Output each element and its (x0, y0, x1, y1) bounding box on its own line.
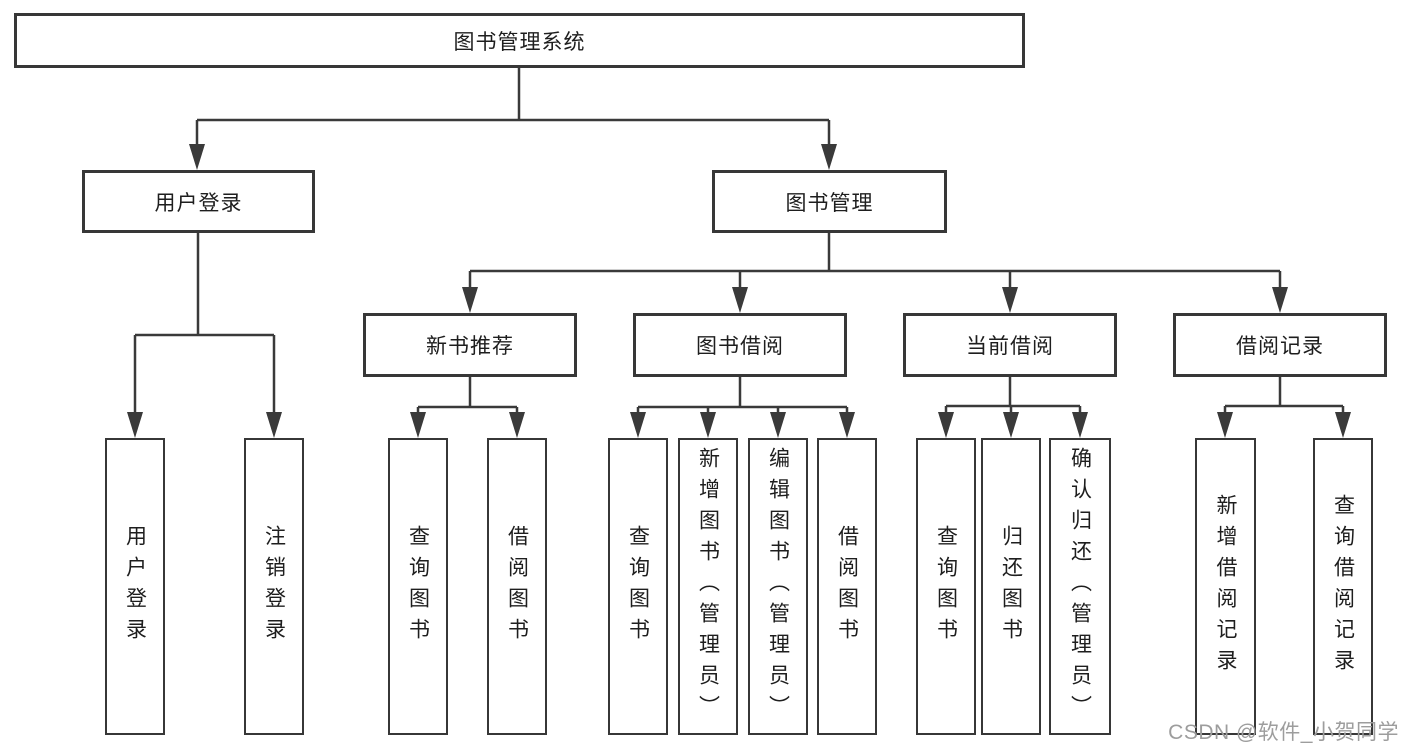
node-book-management: 图书管理 (712, 170, 947, 233)
leaf-return-books: 归还图书 (981, 438, 1041, 735)
leaf-recommend-query-books: 查询图书 (388, 438, 448, 735)
node-book-borrow: 图书借阅 (633, 313, 847, 377)
leaf-recommend-borrow-books: 借阅图书 (487, 438, 547, 735)
leaf-add-borrow-record: 新增借阅记录 (1195, 438, 1256, 735)
leaf-add-book-admin: 新增图书（管理员） (678, 438, 738, 735)
leaf-current-query-books: 查询图书 (916, 438, 976, 735)
leaf-confirm-return-admin: 确认归还（管理员） (1049, 438, 1111, 735)
node-current-borrow: 当前借阅 (903, 313, 1117, 377)
node-root-system: 图书管理系统 (14, 13, 1025, 68)
csdn-watermark: CSDN @软件_小贺同学 (1168, 721, 1399, 744)
leaf-query-borrow-record: 查询借阅记录 (1313, 438, 1373, 735)
leaf-borrow-books: 借阅图书 (817, 438, 877, 735)
leaf-user-login: 用户登录 (105, 438, 165, 735)
node-new-book-recommend: 新书推荐 (363, 313, 577, 377)
leaf-borrow-query-books: 查询图书 (608, 438, 668, 735)
node-borrow-records: 借阅记录 (1173, 313, 1387, 377)
leaf-edit-book-admin: 编辑图书（管理员） (748, 438, 808, 735)
leaf-logout: 注销登录 (244, 438, 304, 735)
node-user-login: 用户登录 (82, 170, 315, 233)
